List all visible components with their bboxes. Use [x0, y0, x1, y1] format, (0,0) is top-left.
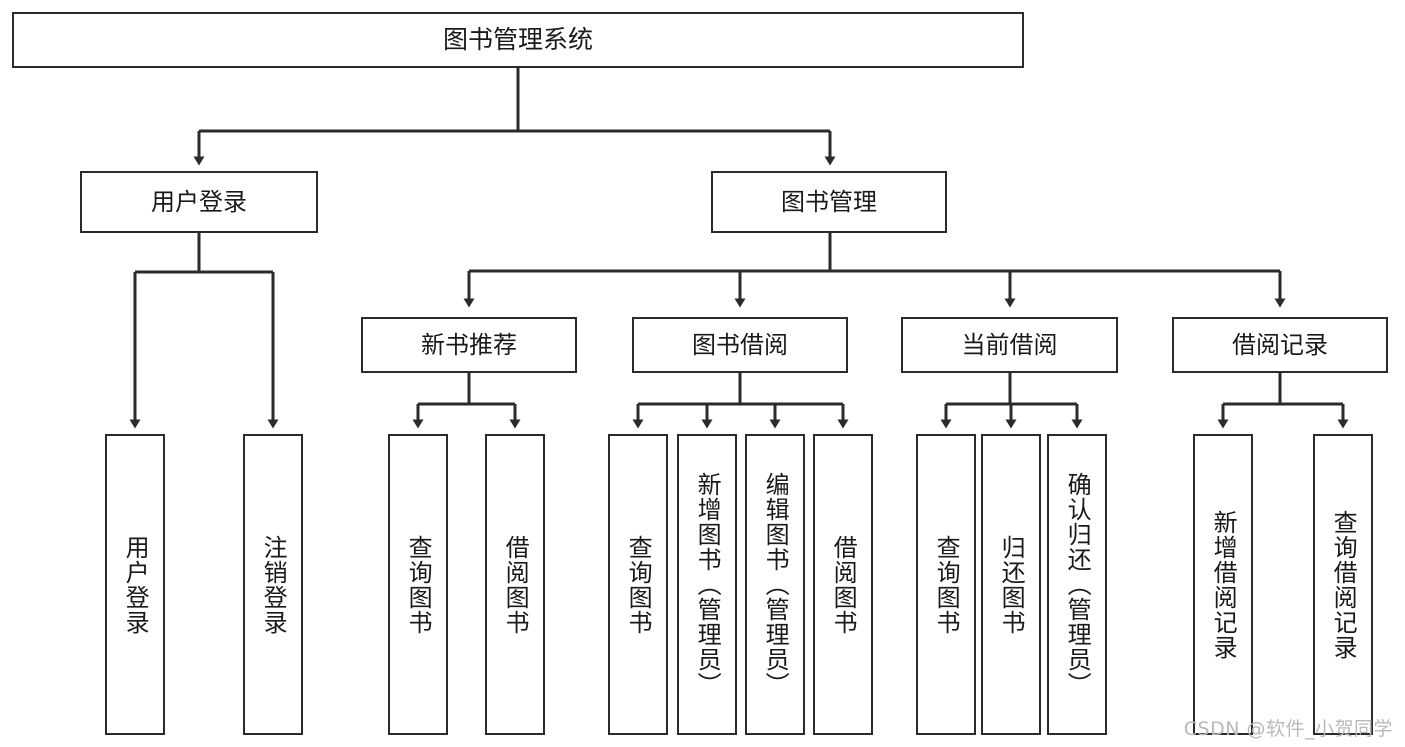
node-label: 用户登录	[121, 534, 150, 635]
node-label: 当前借阅	[961, 331, 1058, 359]
node-label: 图书管理	[781, 188, 877, 216]
node-user-login[interactable]: 用户登录	[80, 171, 318, 233]
node-current-borrow[interactable]: 当前借阅	[901, 317, 1118, 373]
leaf-book-borrow-add-admin[interactable]: 新增图书（管理员）	[677, 434, 737, 735]
node-label: 查询图书	[624, 534, 653, 635]
node-label: 确认归还（管理员）	[1063, 472, 1092, 697]
node-label: 编辑图书（管理员）	[761, 472, 790, 697]
node-label: 归还图书	[997, 534, 1026, 635]
leaf-new-book-borrow[interactable]: 借阅图书	[485, 434, 545, 735]
leaf-book-borrow-borrow[interactable]: 借阅图书	[813, 434, 873, 735]
leaf-user-login-login[interactable]: 用户登录	[105, 434, 165, 735]
node-root-system[interactable]: 图书管理系统	[12, 12, 1024, 68]
leaf-current-borrow-query[interactable]: 查询图书	[916, 434, 976, 735]
node-label: 新增借阅记录	[1209, 509, 1238, 660]
leaf-book-borrow-edit-admin[interactable]: 编辑图书（管理员）	[745, 434, 805, 735]
leaf-new-book-query[interactable]: 查询图书	[388, 434, 448, 735]
node-label: 查询借阅记录	[1329, 509, 1358, 660]
node-label: 借阅记录	[1232, 331, 1328, 359]
leaf-records-query[interactable]: 查询借阅记录	[1313, 434, 1373, 735]
node-label: 新增图书（管理员）	[693, 472, 722, 697]
node-label: 查询图书	[404, 534, 433, 635]
leaf-book-borrow-query[interactable]: 查询图书	[608, 434, 668, 735]
node-label: 图书借阅	[692, 331, 788, 359]
node-new-book-recommend[interactable]: 新书推荐	[361, 317, 577, 373]
leaf-current-borrow-return[interactable]: 归还图书	[981, 434, 1041, 735]
leaf-current-borrow-confirm-admin[interactable]: 确认归还（管理员）	[1047, 434, 1107, 735]
node-label: 借阅图书	[829, 534, 858, 635]
node-label: 用户登录	[151, 188, 247, 216]
node-borrow-records[interactable]: 借阅记录	[1172, 317, 1388, 373]
node-label: 新书推荐	[421, 331, 517, 359]
leaf-user-login-logout[interactable]: 注销登录	[243, 434, 303, 735]
node-book-management[interactable]: 图书管理	[711, 171, 947, 233]
node-label: 注销登录	[259, 534, 288, 635]
node-label: 查询图书	[932, 534, 961, 635]
node-label: 借阅图书	[501, 534, 530, 635]
node-book-borrow[interactable]: 图书借阅	[632, 317, 848, 373]
leaf-records-add[interactable]: 新增借阅记录	[1193, 434, 1253, 735]
node-label: 图书管理系统	[442, 25, 593, 55]
